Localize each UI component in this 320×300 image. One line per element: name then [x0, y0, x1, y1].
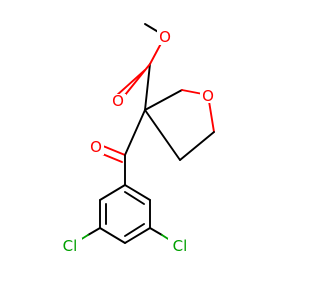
bond-benz-1	[99, 184, 126, 201]
label-bg-chlorine-left	[58, 238, 82, 254]
bond-ring-5	[144, 109, 181, 161]
bond-aryl-Cl-right	[149, 227, 163, 236]
bond-benz-6-inner	[124, 191, 145, 205]
bond-benz-4	[124, 227, 151, 244]
label-bg-chlorine-right	[168, 238, 192, 254]
atom-chlorine-left: Cl	[63, 237, 78, 255]
bond-ring-4	[179, 131, 215, 161]
bond-benz-6	[124, 184, 151, 201]
bond-aryl-Cl-left	[87, 227, 101, 236]
molecule-drawing: O O O O Cl Cl	[58, 23, 216, 255]
atom-ring-oxygen: O	[202, 87, 214, 105]
bond-benz-4-inner	[124, 223, 145, 237]
bond-benz-3	[99, 227, 126, 244]
bond-quatC-ketoneC	[124, 109, 146, 156]
atom-chlorine-right: Cl	[173, 237, 188, 255]
structure-canvas: O O O O Cl Cl	[58, 23, 216, 255]
bond-ring-1	[144, 89, 183, 111]
bond-carbonylC-quatC	[144, 63, 151, 111]
atom-ester-oxygen: O	[159, 28, 171, 46]
label-bg-ester-oxygen	[157, 29, 173, 45]
label-bg-carbonyl-oxygen-ester	[110, 94, 126, 110]
label-bg-ring-oxygen	[200, 87, 216, 103]
bond-C-O-double-2	[115, 69, 146, 97]
bond-ketone-double-1	[102, 145, 126, 156]
label-bg-ketone-oxygen	[88, 139, 104, 155]
atom-ketone-oxygen: O	[90, 138, 102, 156]
atom-carbonyl-oxygen-ester: O	[112, 92, 124, 110]
